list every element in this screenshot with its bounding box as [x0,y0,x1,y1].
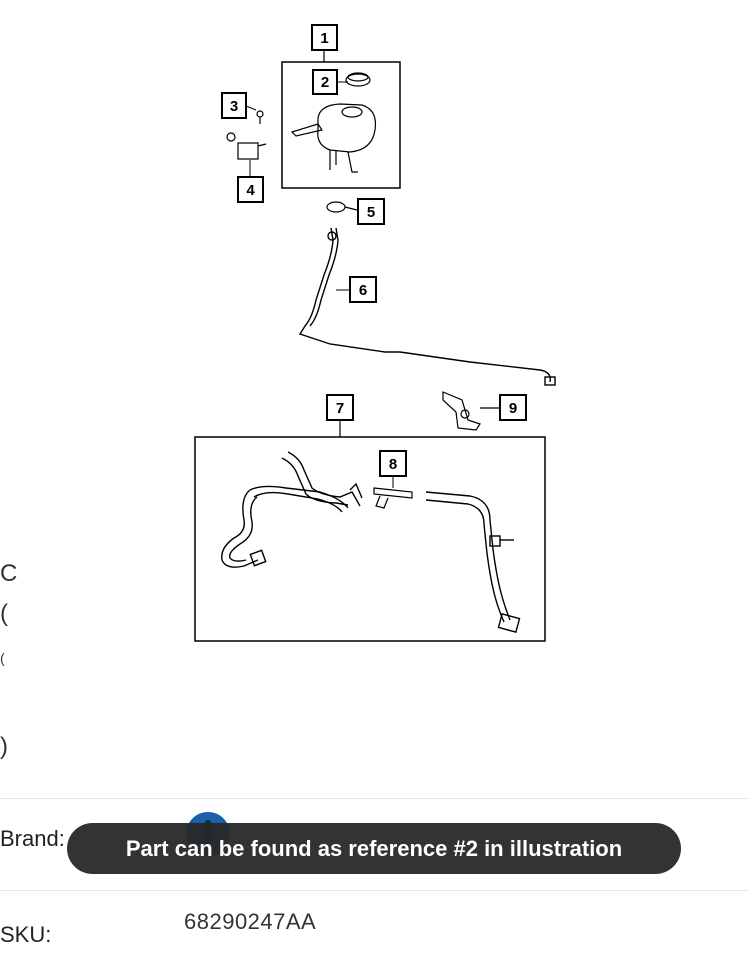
bracket [226,132,267,160]
toast-message: Part can be found as reference #2 in ill… [125,835,623,861]
edge-glyph: ) [0,733,8,760]
edge-glyph: ( [0,600,8,627]
callout-6: 6 [336,276,377,303]
group-box-1 [281,61,401,189]
coolant-reservoir [290,103,377,173]
brand-label: Brand: [0,826,65,851]
divider [0,798,749,799]
hose-connector [373,487,413,509]
callout-8: 8 [379,450,407,488]
callout-2: 2 [312,69,348,95]
group-box-7 [194,436,546,642]
svg-text:9: 9 [509,400,517,417]
svg-text:8: 8 [389,456,397,473]
callout-7: 7 [326,394,354,437]
svg-text:7: 7 [336,400,344,417]
callout-3: 3 [221,92,257,119]
callout-9: 9 [499,394,527,421]
heater-hose-left [221,451,363,568]
edge-glyph: ( [0,650,5,666]
svg-text:6: 6 [359,282,367,299]
sku-label: SKU: [0,922,52,947]
parts-diagram: 1 2 3 4 [194,24,556,642]
overflow-hose [298,227,556,386]
sku-value: 68290247AA [184,909,317,934]
heater-hose-right [425,491,521,633]
svg-text:4: 4 [246,182,255,199]
divider [0,890,749,891]
reservoir-cap [345,72,371,87]
hose-bracket [442,391,500,431]
svg-text:5: 5 [367,204,375,221]
callout-5: 5 [357,198,385,225]
grommet [326,201,358,213]
svg-text:1: 1 [320,30,328,47]
svg-text:2: 2 [321,74,329,91]
toast-notification: Part can be found as reference #2 in ill… [67,823,681,874]
edge-glyph: C [0,560,18,587]
bolt [256,110,264,124]
callout-4: 4 [237,160,264,203]
callout-1: 1 [311,24,338,51]
svg-text:3: 3 [230,98,238,115]
